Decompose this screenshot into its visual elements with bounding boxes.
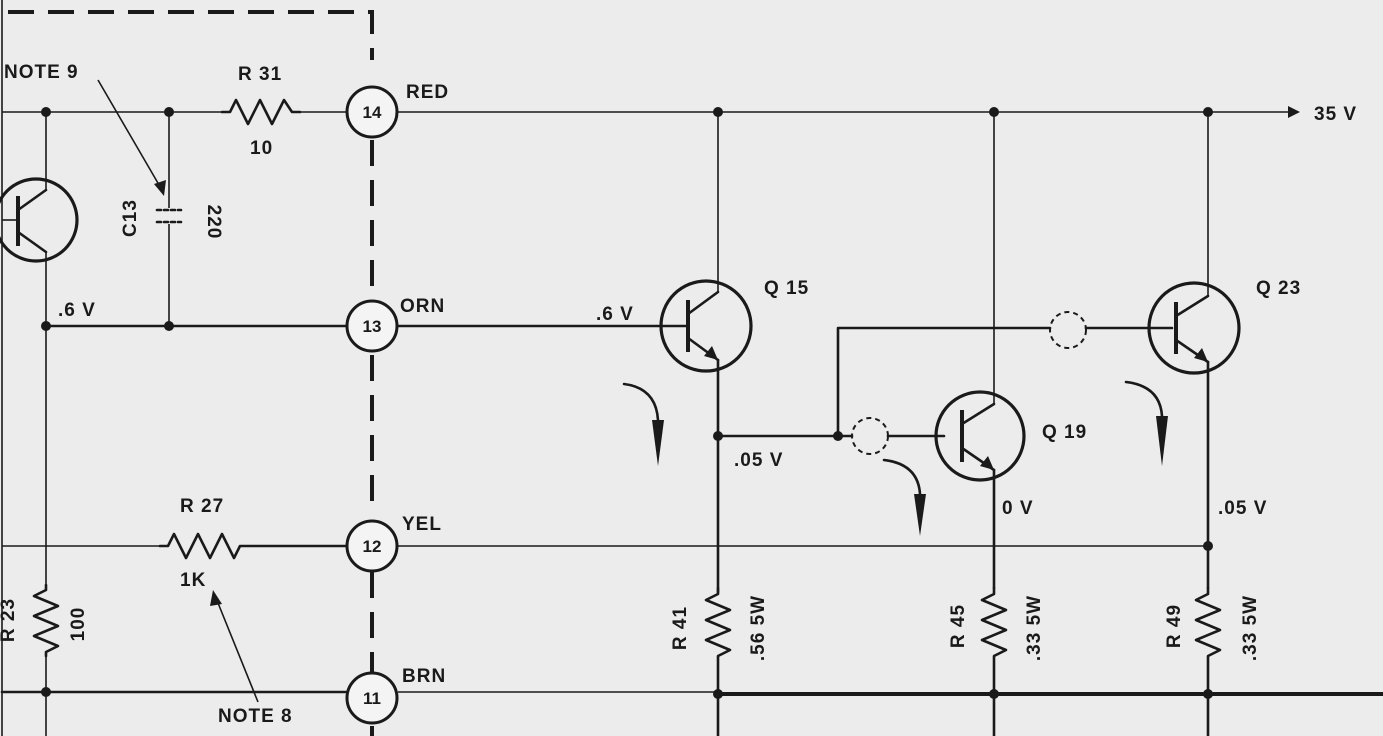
r49-ref-label: R 49 xyxy=(1164,604,1185,648)
left-base-voltage: .6 V xyxy=(58,300,96,321)
q23-label: Q 23 xyxy=(1256,278,1301,299)
r31-ref-label: R 31 xyxy=(238,64,282,85)
c13-ref-label: C13 xyxy=(120,199,141,237)
left-transistor xyxy=(0,112,79,326)
optional-link-q19 xyxy=(851,417,889,455)
resistor-r31 xyxy=(220,98,302,126)
q15-emitter-node xyxy=(713,326,1052,441)
note8-label: NOTE 8 xyxy=(218,706,293,727)
transistor-q23 xyxy=(1147,281,1241,375)
q15-label: Q 15 xyxy=(764,278,809,299)
terminal-14-color: RED xyxy=(406,82,449,103)
q15-emitter-voltage: .05 V xyxy=(734,450,783,471)
r41-value-label: .56 5W xyxy=(748,595,769,661)
r41-ref-label: R 41 xyxy=(670,606,691,650)
current-arrow-q23 xyxy=(1124,380,1168,466)
resistor-r41 xyxy=(704,586,732,736)
r27-ref-label: R 27 xyxy=(180,496,224,517)
right-brn-bus xyxy=(398,689,1383,699)
current-arrow-q19 xyxy=(882,458,926,536)
terminal-13-number: 13 xyxy=(363,317,382,336)
resistor-r45 xyxy=(980,586,1008,736)
terminal-11-number: 11 xyxy=(363,689,381,708)
c13-value-label: 220 xyxy=(203,205,224,240)
q19-label: Q 19 xyxy=(1042,422,1087,443)
terminal-11-color: BRN xyxy=(402,666,446,687)
transistor-q19 xyxy=(934,390,1026,482)
terminal-14-number: 14 xyxy=(363,103,382,122)
terminal-14: 14 xyxy=(345,85,399,139)
terminal-13: 13 xyxy=(345,299,399,353)
r23-value-label: 100 xyxy=(68,607,89,642)
optional-link-q23 xyxy=(1049,311,1087,349)
supply-rail xyxy=(398,106,1300,118)
r45-value-label: .33 5W xyxy=(1024,595,1045,661)
terminal-12: 12 xyxy=(345,519,399,573)
q19-emitter-voltage: 0 V xyxy=(1002,498,1034,519)
left-orn-wire xyxy=(41,321,348,331)
terminal-12-color: YEL xyxy=(402,514,442,535)
q15-base-voltage: .6 V xyxy=(596,304,634,325)
terminal-12-number: 12 xyxy=(363,537,382,556)
note9-pointer xyxy=(97,79,166,196)
left-yel-wire xyxy=(2,532,348,560)
r23-ref-label: R 23 xyxy=(0,598,19,642)
supply-voltage-label: 35 V xyxy=(1314,104,1357,125)
r27-value-label: 1K xyxy=(180,570,206,591)
module-boundary xyxy=(8,10,374,736)
note9-label: NOTE 9 xyxy=(4,62,79,83)
resistor-r49 xyxy=(1194,586,1222,736)
left-vertical-wire xyxy=(32,326,60,736)
terminal-13-color: ORN xyxy=(400,296,445,317)
note8-pointer xyxy=(210,590,259,703)
r31-value-label: 10 xyxy=(250,138,273,159)
resistor-r27 xyxy=(158,532,348,560)
q23-emitter-voltage: .05 V xyxy=(1218,498,1267,519)
terminal-11: 11 xyxy=(345,671,399,725)
r49-value-label: .33 5W xyxy=(1240,595,1261,661)
current-arrow-q15 xyxy=(622,382,664,466)
r45-ref-label: R 45 xyxy=(948,604,969,648)
right-yel-wire xyxy=(398,541,1213,551)
capacitor-c13 xyxy=(155,112,183,331)
